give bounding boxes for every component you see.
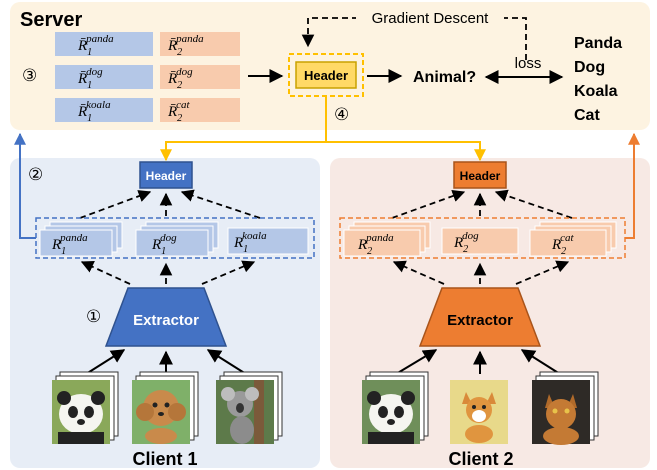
client1-header-box: [139, 161, 193, 189]
client2-rep-label: R2dog: [453, 230, 479, 255]
client1-extractor-label: Extractor: [133, 312, 199, 329]
client1-panda-image-stack: [52, 371, 119, 444]
client1-rep-stack-dog: [135, 221, 219, 257]
server-proto-box: [55, 65, 153, 89]
client1-reps-group: [35, 217, 315, 259]
step1-marker: ①: [86, 307, 101, 326]
server-proto-label: R̄1panda: [77, 33, 114, 58]
server-proto-label: R̄2cat: [167, 99, 191, 124]
client2-extractor-label: Extractor: [447, 312, 513, 329]
client1-header-label: Header: [146, 169, 187, 183]
gradient-label-bg: [356, 6, 504, 28]
rep-to-header-arrow: [494, 189, 573, 219]
client2-dog-image: [450, 380, 508, 444]
client1-rep-label: R1dog: [151, 232, 177, 257]
server-proto-label: R̄1koala: [77, 99, 111, 124]
client2-panda-image-stack: [362, 371, 429, 444]
client2-rep-label: R2panda: [357, 232, 394, 257]
class-label-cat: Cat: [574, 107, 600, 124]
cat-photo-icon: [543, 394, 579, 445]
client1-rep-label: R1panda: [51, 232, 88, 257]
rep-to-header-arrow: [391, 189, 466, 219]
client2-header-box: [453, 161, 507, 189]
rep-to-header-arrow: [79, 190, 152, 219]
client2-upload-arrow: [625, 132, 640, 239]
server-proto-label: R̄1dog: [77, 66, 103, 91]
server-header-outline: [288, 53, 364, 97]
server-proto-box: [55, 98, 153, 122]
extractor-to-rep-arrow: [80, 260, 131, 285]
header-distribution-arrow-client2: [326, 141, 486, 162]
gradient-descent-label: Gradient Descent: [372, 10, 490, 27]
image-to-extractor-arrow: [85, 349, 126, 375]
extractor-to-rep-arrow: [392, 260, 445, 285]
koala-photo-icon: [221, 380, 264, 444]
client1-koala-image-stack: [216, 371, 283, 444]
class-label-dog: Dog: [574, 59, 605, 76]
header-distribution-arrow-client1: [160, 97, 327, 162]
image-to-extractor-arrow: [395, 349, 438, 375]
image-to-extractor-arrow: [206, 349, 247, 375]
server-header-label: Header: [304, 68, 348, 83]
client1-rep-stack-koala: [227, 227, 309, 255]
server-proto-box: [160, 65, 240, 89]
client2-name: Client 2: [448, 449, 513, 469]
client1-name: Client 1: [132, 449, 197, 469]
client1-rep-label: R1koala: [233, 230, 267, 255]
image-to-extractor-arrow: [520, 349, 561, 375]
client2-extractor: [418, 287, 542, 347]
server-proto-column-client1: R̄1panda R̄1dog R̄1koala: [55, 32, 153, 124]
step3-marker: ③: [22, 66, 37, 85]
dog-photo-icon: [462, 392, 496, 443]
server-title: Server: [20, 9, 82, 31]
client2-rep-stack-dog: [441, 227, 519, 255]
step4-marker: ④: [334, 105, 349, 124]
server-proto-box: [160, 32, 240, 56]
rep-to-header-arrow: [180, 189, 261, 219]
class-label-koala: Koala: [574, 83, 618, 100]
server-proto-label: R̄2dog: [167, 66, 193, 91]
client1-dog-image-stack: [132, 371, 199, 444]
server-proto-column-client2: R̄2panda R̄2dog R̄2cat: [160, 32, 240, 124]
client2-rep-stack-panda: [343, 221, 431, 257]
client2-cat-image-stack: [532, 371, 599, 445]
class-label-panda: Panda: [574, 35, 622, 52]
panda-photo-icon: [57, 391, 105, 444]
client2-reps-group: [339, 217, 626, 259]
server-proto-label: R̄2panda: [167, 33, 204, 58]
step2-marker: ②: [28, 165, 43, 184]
client1-rep-stack-panda: [39, 221, 123, 257]
loss-label: loss: [515, 55, 542, 72]
question-text: Animal?: [413, 69, 476, 86]
dog-photo-icon: [136, 390, 186, 444]
client2-header-label: Header: [460, 169, 501, 183]
server-header-box: [295, 61, 357, 89]
panda-photo-icon: [367, 391, 415, 444]
server-proto-box: [160, 98, 240, 122]
client2-rep-stack-cat: [529, 221, 617, 257]
server-proto-box: [55, 32, 153, 56]
client1-extractor: [104, 287, 228, 347]
client1-upload-arrow: [14, 132, 36, 239]
client2-rep-label: R2cat: [551, 232, 575, 257]
